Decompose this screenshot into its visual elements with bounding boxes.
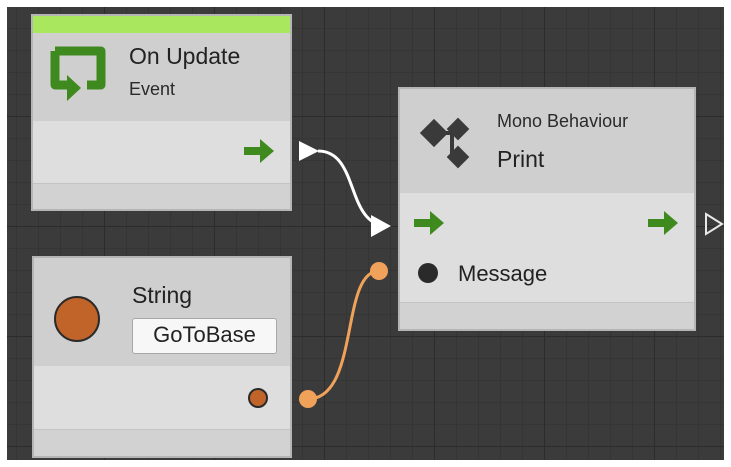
message-input-port[interactable]: [370, 262, 388, 280]
flow-output-arrow-icon[interactable]: [244, 139, 276, 168]
node-footer: [400, 302, 694, 329]
string-wire[interactable]: [307, 269, 380, 401]
node-header[interactable]: On Update Event: [33, 33, 290, 121]
flow-input-arrow-icon[interactable]: [414, 211, 446, 240]
node-title: String: [132, 282, 193, 308]
mono-behaviour-icon: [416, 113, 484, 178]
node-title: On Update: [129, 43, 241, 69]
string-wire-start-dot[interactable]: [299, 390, 317, 408]
string-node[interactable]: String GoToBase: [32, 256, 292, 458]
on-update-node[interactable]: On Update Event: [31, 14, 292, 211]
node-header[interactable]: Mono Behaviour Print: [400, 89, 694, 193]
node-footer: [33, 183, 290, 209]
message-label: Message: [458, 261, 548, 286]
flow-output-arrow-icon[interactable]: [648, 211, 680, 240]
node-body: [33, 121, 290, 184]
node-body: [34, 366, 290, 430]
print-node[interactable]: Mono Behaviour Print Message: [398, 87, 696, 331]
node-title: Print: [497, 146, 545, 172]
event-color-bar: [33, 16, 290, 33]
event-loop-icon: [47, 45, 109, 112]
node-body: Message: [400, 193, 694, 303]
flow-input-port-icon[interactable]: [370, 214, 392, 243]
flow-output-port-icon[interactable]: [298, 140, 320, 167]
node-header[interactable]: String GoToBase: [34, 258, 290, 366]
string-type-icon: [54, 296, 100, 342]
node-subtitle: Event: [129, 79, 176, 99]
message-port-dot-icon: [418, 263, 438, 283]
print-flow-output-port-icon[interactable]: [704, 212, 724, 241]
string-output-port[interactable]: [248, 388, 268, 408]
node-footer: [34, 429, 290, 456]
node-category: Mono Behaviour: [497, 111, 629, 131]
string-value-field[interactable]: GoToBase: [132, 318, 277, 354]
